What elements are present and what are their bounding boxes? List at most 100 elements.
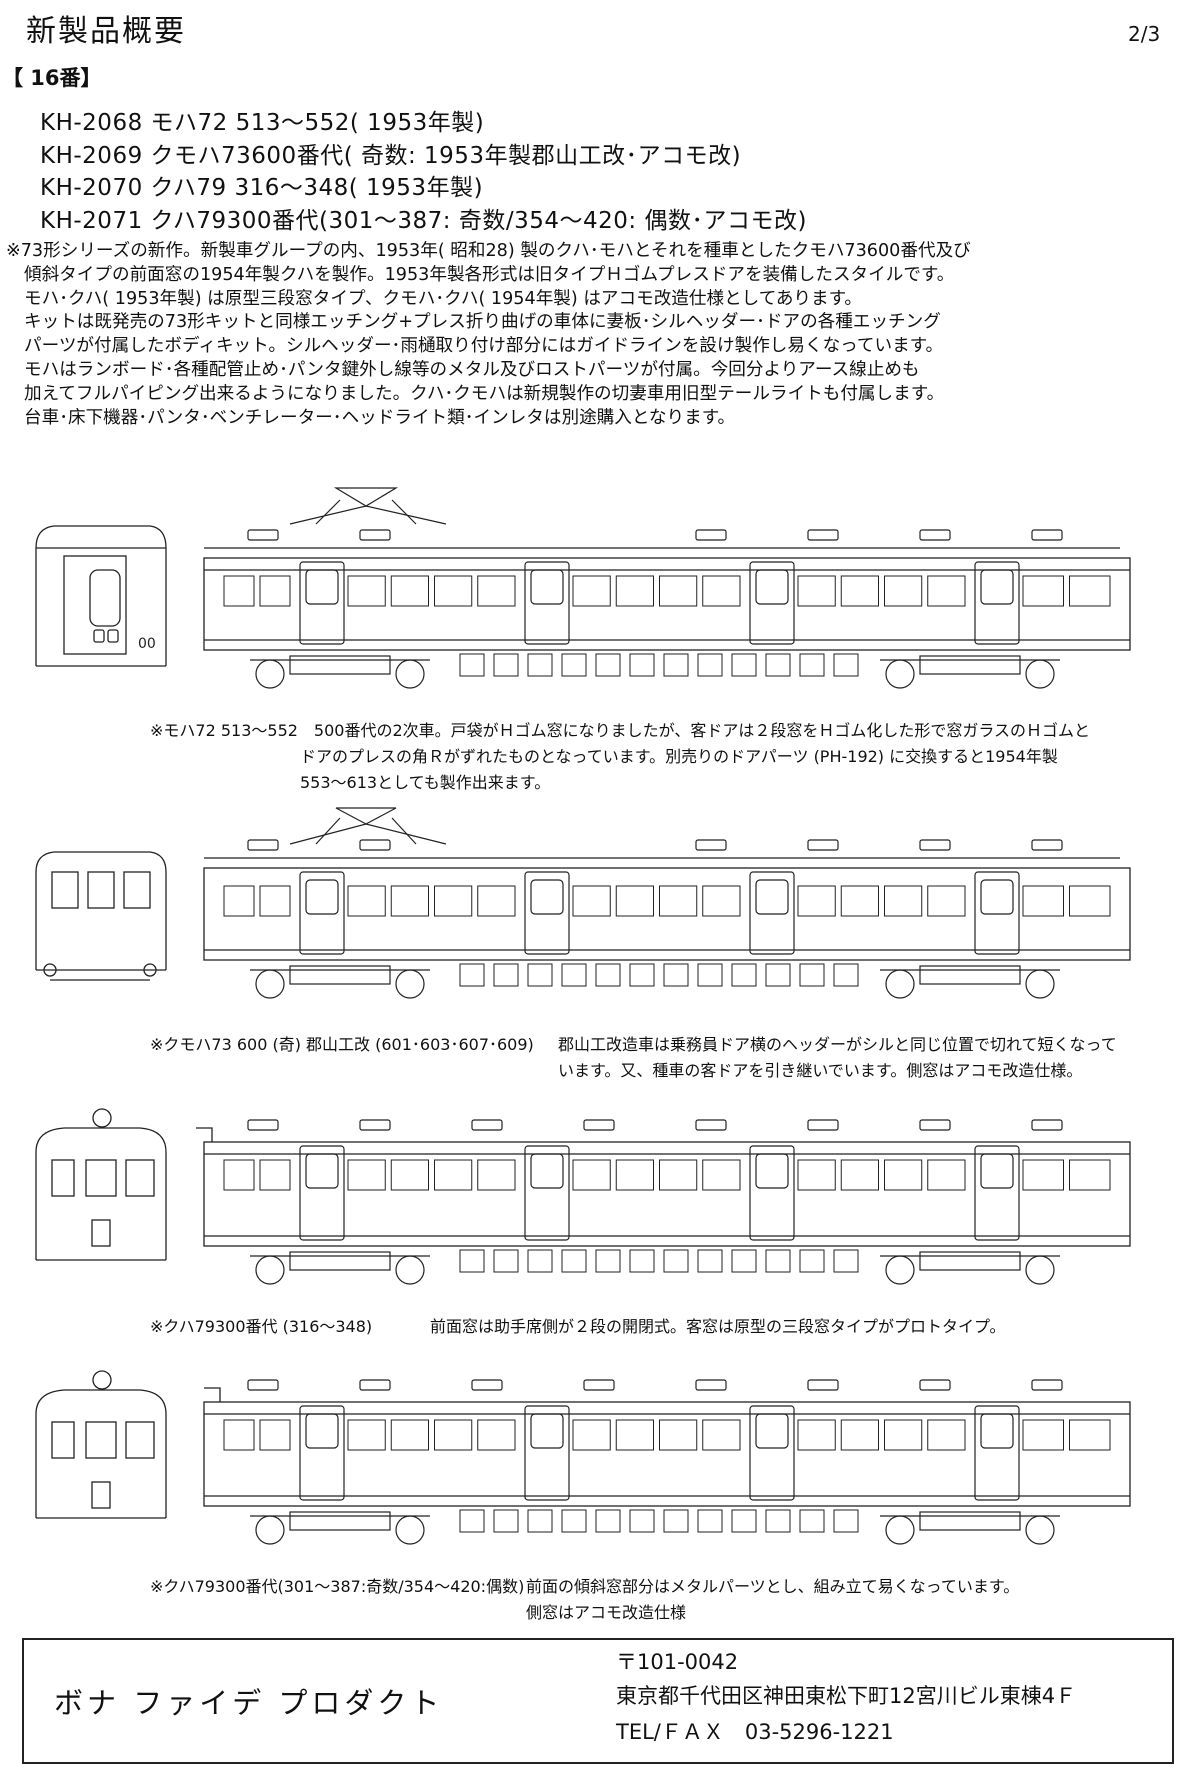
ventilator-icon (1031, 1379, 1063, 1391)
side-window-icon (347, 1159, 386, 1191)
underfloor-box (459, 1509, 485, 1533)
caption: 553～613としても製作出来ます。 (300, 773, 551, 792)
side-window-icon (347, 575, 386, 607)
underfloor-box (731, 1509, 757, 1533)
wheel-icon (255, 969, 285, 999)
underfloor-box (663, 653, 689, 677)
side-window-icon (390, 575, 429, 607)
product-line: KH-2071 クハ79300番代(301～387: 奇数/354～420: 偶… (40, 208, 807, 234)
door-icon (299, 1145, 345, 1241)
underfloor-box (833, 1509, 859, 1533)
company-name: ボナ ファイデ プロダクト (54, 1686, 444, 1720)
side-window-icon (434, 885, 473, 917)
wheel-icon (1025, 1515, 1055, 1545)
underfloor-box (493, 653, 519, 677)
side-window-icon (477, 575, 516, 607)
wheel-icon (395, 1515, 425, 1545)
kumoha73-front-view (35, 851, 167, 981)
wheel-icon (255, 1255, 285, 1285)
description-line: 傾斜タイプの前面窓の1954年製クハを製作。1953年製各形式は旧タイプＨゴムプ… (24, 264, 955, 285)
side-window-icon (390, 1159, 429, 1191)
door-icon (299, 561, 345, 645)
underfloor-box (561, 1509, 587, 1533)
side-window-icon (1022, 1159, 1064, 1191)
side-window-icon (840, 1419, 879, 1451)
ventilator-icon (807, 1379, 839, 1391)
underfloor-box (527, 1509, 553, 1533)
underfloor-box (833, 653, 859, 677)
wheel-icon (255, 659, 285, 689)
side-window-icon (477, 885, 516, 917)
door-icon (524, 871, 570, 955)
side-window-icon (659, 575, 698, 607)
side-window-icon (884, 885, 923, 917)
side-window-icon (1069, 575, 1111, 607)
side-window-icon (223, 1419, 255, 1451)
side-window-icon (927, 1159, 966, 1191)
side-window-icon (659, 885, 698, 917)
side-window-icon (1022, 1419, 1064, 1451)
side-window-icon (1069, 1159, 1111, 1191)
door-icon (299, 1405, 345, 1501)
side-window-icon (390, 1419, 429, 1451)
description-line: ※73形シリーズの新作。新製車グループの内、1953年( 昭和28) 製のクハ･… (6, 241, 971, 261)
ventilator-icon (247, 839, 279, 851)
ventilators (247, 1119, 1063, 1131)
description-line: 台車･床下機器･パンタ･ベンチレーター･ヘッドライト類･インレタは別途購入となり… (24, 407, 736, 428)
scale-heading: 【 16番】 (2, 66, 102, 90)
side-window-icon (797, 575, 836, 607)
side-window-icon (615, 1159, 654, 1191)
ventilator-icon (359, 529, 391, 541)
tel-fax: TEL/ＦＡＸ 03-5296-1221 (616, 1720, 894, 1744)
underfloor-box (731, 1249, 757, 1273)
side-doors (299, 1405, 1020, 1501)
side-window-icon (702, 1159, 741, 1191)
ventilator-icon (1031, 1119, 1063, 1131)
underfloor-box (697, 653, 723, 677)
underfloor-box (493, 1509, 519, 1533)
door-icon (974, 871, 1020, 955)
car-body-side (203, 857, 1131, 961)
side-window-icon (615, 575, 654, 607)
wheel-icon (255, 1515, 285, 1545)
side-window-icon (702, 575, 741, 607)
underfloor-box (765, 963, 791, 987)
side-window-icon (1069, 1419, 1111, 1451)
ventilators (247, 1379, 1063, 1391)
door-icon (749, 871, 795, 955)
side-window-icon (884, 1419, 923, 1451)
page-number: 2/3 (1128, 22, 1161, 46)
footer-box: ボナ ファイデ プロダクト 〒101-0042 東京都千代田区神田東松下町12宮… (22, 1638, 1174, 1764)
underfloor-box (595, 1509, 621, 1533)
ventilator-icon (919, 839, 951, 851)
product-line: KH-2068 モハ72 513～552( 1953年製) (40, 110, 485, 136)
description-line: 加えてフルパイピング出来るようになりました。クハ･クモハは新規製作の切妻車用旧型… (24, 383, 945, 404)
wheel-icon (885, 1515, 915, 1545)
underfloor-box (493, 963, 519, 987)
description-line: モハはランボード･各種配管止め･パンタ鍵外し線等のメタル及びロストパーツが付属。… (24, 359, 920, 380)
door-window-icon (305, 1413, 339, 1449)
side-window-icon (615, 885, 654, 917)
wheel-icon (395, 969, 425, 999)
wheel-icon (395, 1255, 425, 1285)
ventilator-icon (919, 1379, 951, 1391)
underfloor-box (561, 653, 587, 677)
side-window-icon (840, 1159, 879, 1191)
side-window-icon (434, 1159, 473, 1191)
door-window-icon (530, 1153, 564, 1189)
side-window-icon (840, 575, 879, 607)
side-window-icon (259, 885, 291, 917)
caption: 前面窓は助手席側が２段の開閉式。客窓は原型の三段窓タイプがプロトタイプ。 (430, 1317, 1006, 1336)
door-window-icon (980, 1413, 1014, 1449)
description-line: モハ･クハ( 1953年製) は原型三段窓タイプ、クモハ･クハ( 1954年製)… (24, 288, 863, 309)
wheel-icon (1025, 1255, 1055, 1285)
side-window-icon (572, 885, 611, 917)
underfloor-box (629, 653, 655, 677)
underfloor-box (765, 1249, 791, 1273)
underfloor-box (799, 653, 825, 677)
truck-bolster (289, 655, 391, 675)
side-window-icon (259, 1159, 291, 1191)
underfloor-box (833, 1249, 859, 1273)
ventilator-icon (471, 1379, 503, 1391)
door-icon (299, 871, 345, 955)
